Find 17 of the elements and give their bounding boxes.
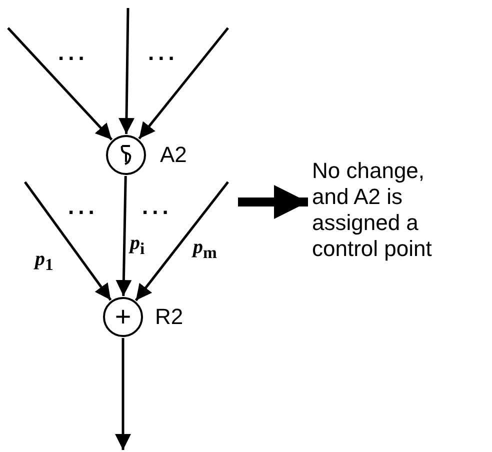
note-text: No change, and A2 is assigned a control point xyxy=(312,158,462,262)
arrow xyxy=(238,185,308,219)
arrow xyxy=(138,27,229,140)
node-label: A2 xyxy=(160,142,187,168)
operator-circle: + xyxy=(103,297,143,337)
arrow xyxy=(118,8,134,134)
ellipsis-label: ... xyxy=(148,40,178,66)
ellipsis-label: ... xyxy=(142,194,172,220)
ellipsis-label: ... xyxy=(68,194,98,220)
arrow xyxy=(134,181,229,302)
arrow xyxy=(115,338,131,450)
arrow xyxy=(24,181,112,301)
circle-node xyxy=(106,135,146,175)
ellipsis-label: ... xyxy=(58,40,88,66)
node-label: R2 xyxy=(155,304,184,330)
arrow xyxy=(116,176,132,296)
arrow xyxy=(7,27,113,140)
